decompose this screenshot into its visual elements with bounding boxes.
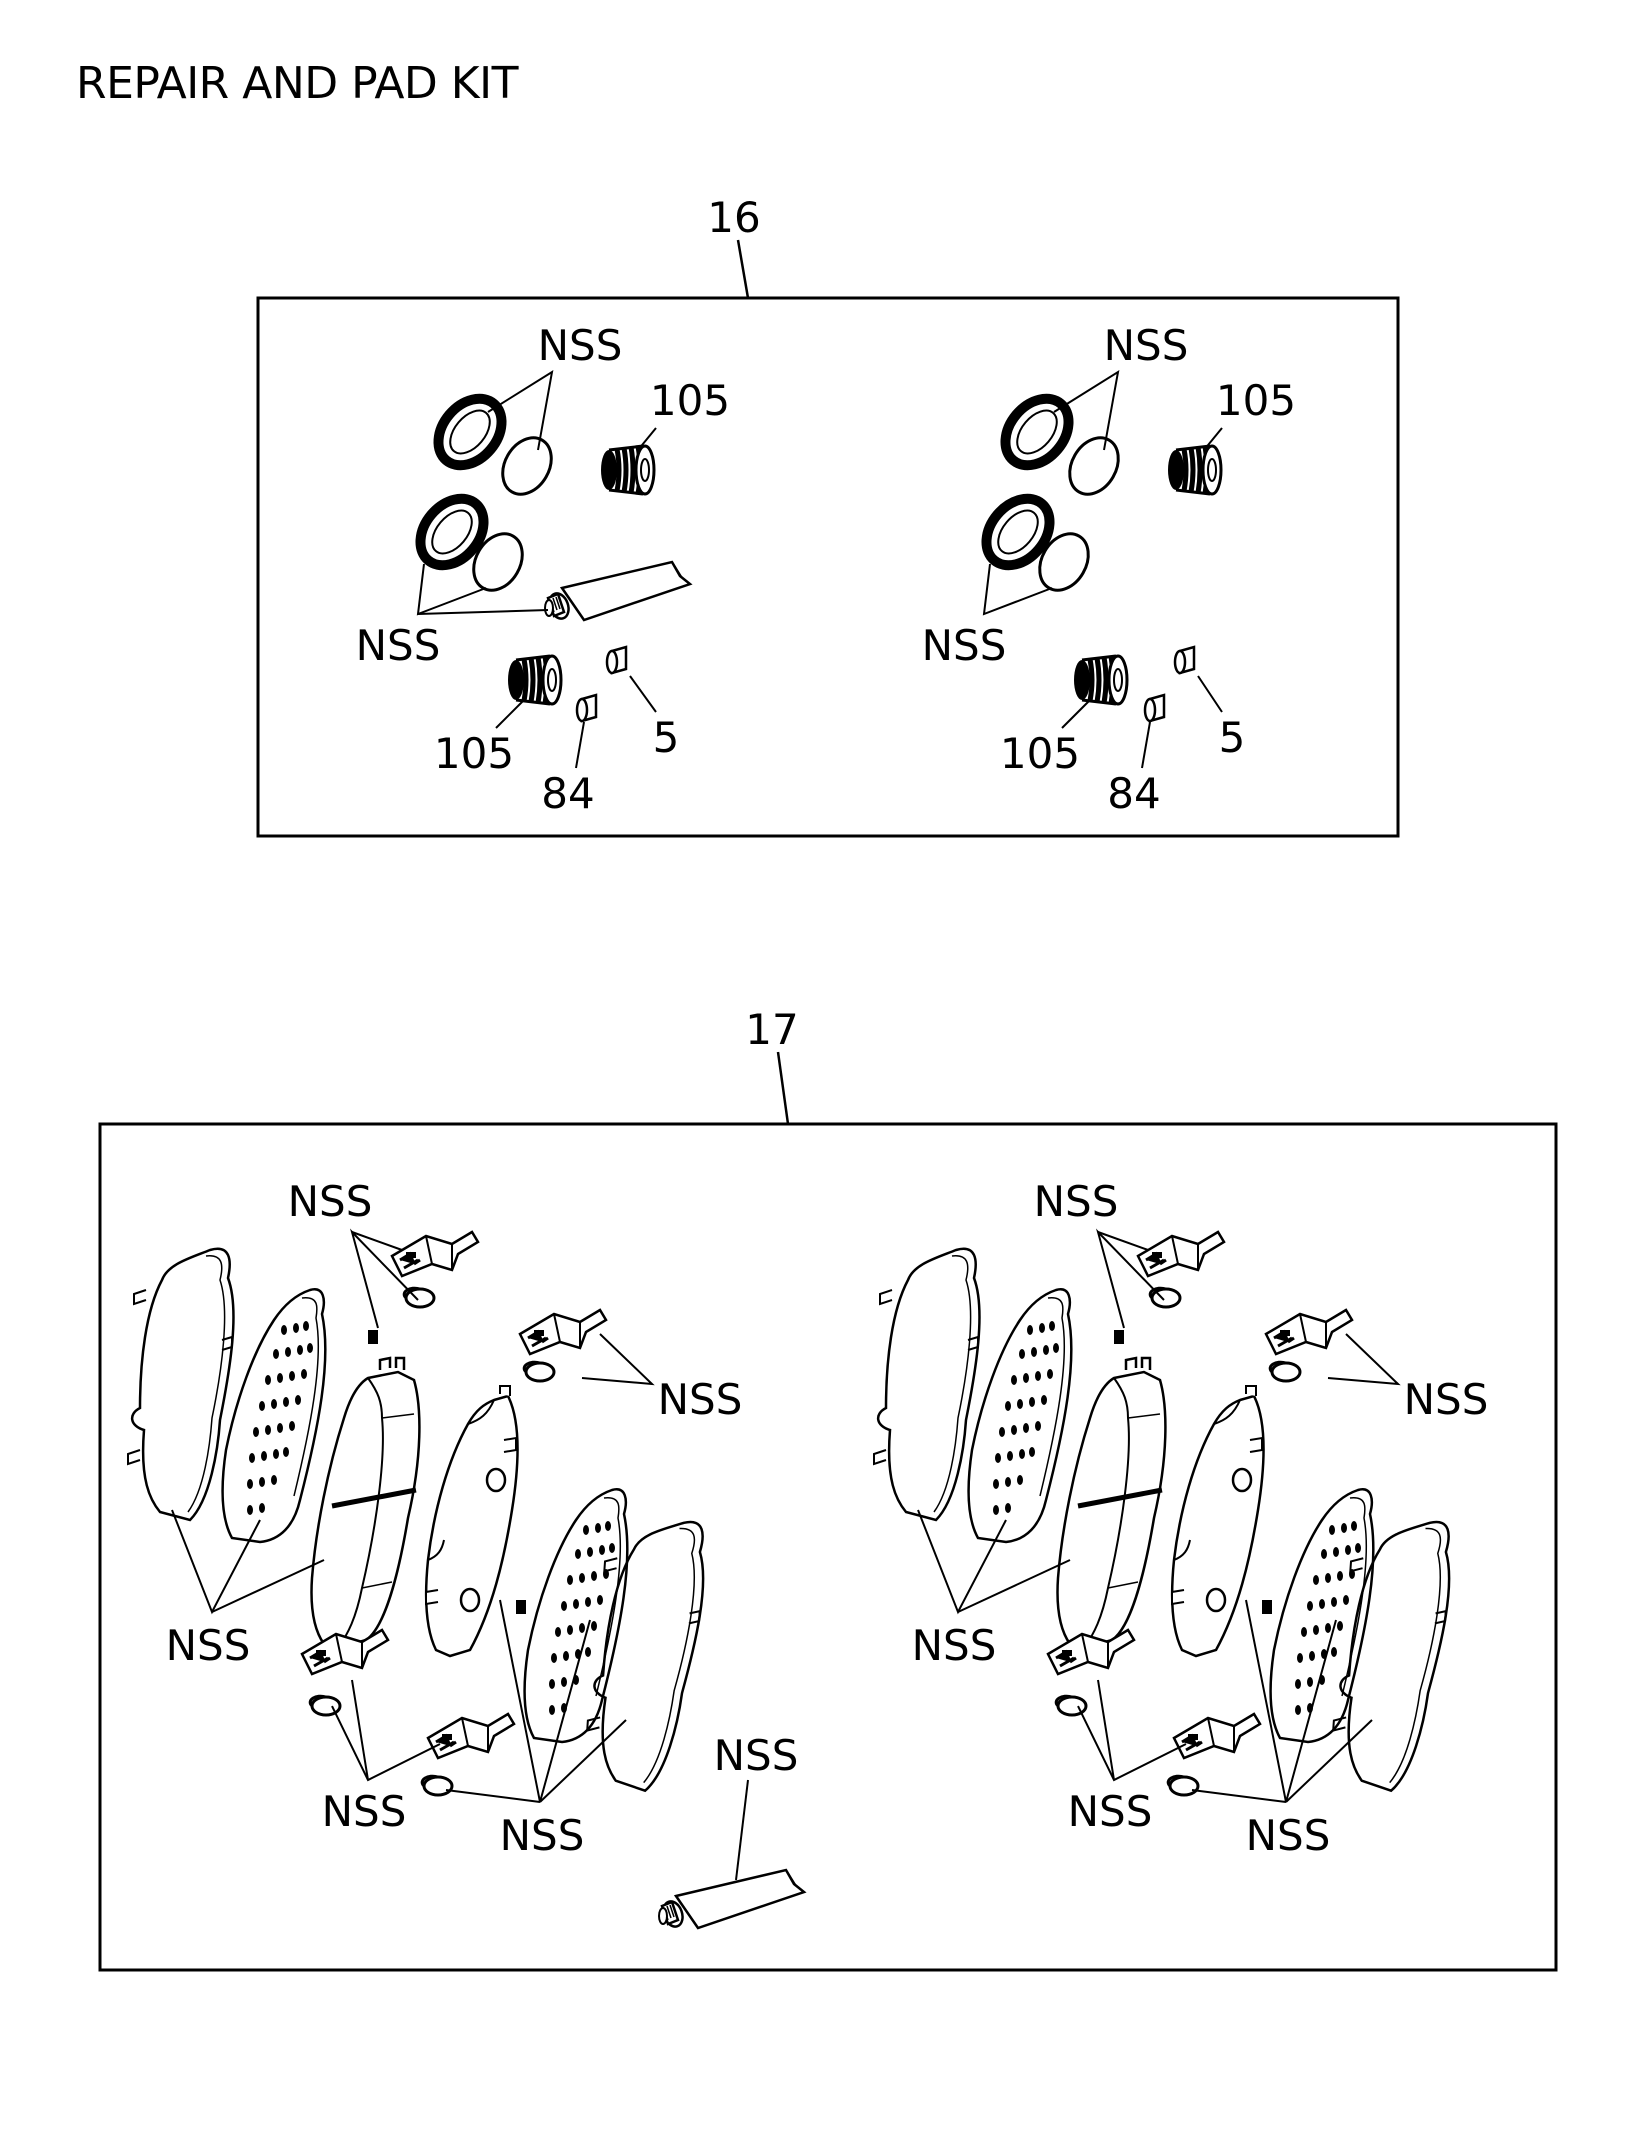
label-105: 105 (1216, 376, 1296, 425)
kit-16-frame (256, 296, 1400, 838)
pad-kit-parts (128, 1232, 707, 1795)
dust-boot-icon (1074, 656, 1127, 704)
label-nss: NSS (538, 321, 623, 370)
pad-kit-parts (874, 1232, 1453, 1795)
kit-17-frame (98, 1122, 1558, 1972)
label-nss: NSS (288, 1177, 373, 1226)
callout-17: 17 (745, 1005, 798, 1054)
label-5: 5 (653, 713, 680, 762)
sleeve-icon (575, 693, 598, 723)
grease-tube-icon (543, 560, 692, 623)
o-ring-icon (1028, 523, 1100, 601)
piston-seal-icon (993, 386, 1082, 477)
label-nss: NSS (322, 1787, 407, 1836)
callout-16: 16 (707, 193, 760, 242)
label-105: 105 (650, 376, 730, 425)
label-nss: NSS (1246, 1811, 1331, 1860)
bushing-icon (1173, 645, 1196, 675)
label-nss: NSS (356, 621, 441, 670)
bushing-icon (605, 645, 628, 675)
o-ring-icon (1058, 427, 1130, 505)
pad-kit-17: 17 NSS NSS NSS NSS NSS NSS (98, 1005, 1558, 1972)
label-84: 84 (1107, 769, 1160, 818)
label-nss: NSS (714, 1731, 799, 1780)
o-ring-icon (491, 427, 563, 505)
label-nss: NSS (912, 1621, 997, 1670)
kit-17-group-right: NSS NSS NSS NSS NSS (874, 1177, 1488, 1860)
dust-boot-icon (508, 656, 561, 704)
label-nss: NSS (922, 621, 1007, 670)
grease-tube-icon (657, 1868, 806, 1931)
o-ring-icon (462, 523, 534, 601)
label-nss: NSS (500, 1811, 585, 1860)
label-nss: NSS (1404, 1375, 1489, 1424)
label-84: 84 (541, 769, 594, 818)
piston-seal-icon (426, 386, 515, 477)
page-title: REPAIR AND PAD KIT (76, 58, 519, 109)
kit-17-group-left: NSS NSS NSS NSS NSS NSS (128, 1177, 806, 1931)
piston-seal-icon (974, 486, 1063, 577)
label-nss: NSS (1104, 321, 1189, 370)
label-5: 5 (1219, 713, 1246, 762)
label-105: 105 (434, 729, 514, 778)
kit-16-group-left: NSS 105 NSS 105 84 5 (356, 321, 730, 818)
label-105: 105 (1000, 729, 1080, 778)
kit-16-group-right: NSS 105 NSS 105 84 5 (922, 321, 1296, 818)
repair-kit-16: 16 NSS 105 NSS 105 84 5 (256, 193, 1400, 838)
label-nss: NSS (1068, 1787, 1153, 1836)
label-nss: NSS (658, 1375, 743, 1424)
sleeve-icon (1143, 693, 1166, 723)
label-nss: NSS (1034, 1177, 1119, 1226)
label-nss: NSS (166, 1621, 251, 1670)
piston-seal-icon (408, 486, 497, 577)
dust-boot-icon (1168, 446, 1221, 494)
dust-boot-icon (601, 446, 654, 494)
